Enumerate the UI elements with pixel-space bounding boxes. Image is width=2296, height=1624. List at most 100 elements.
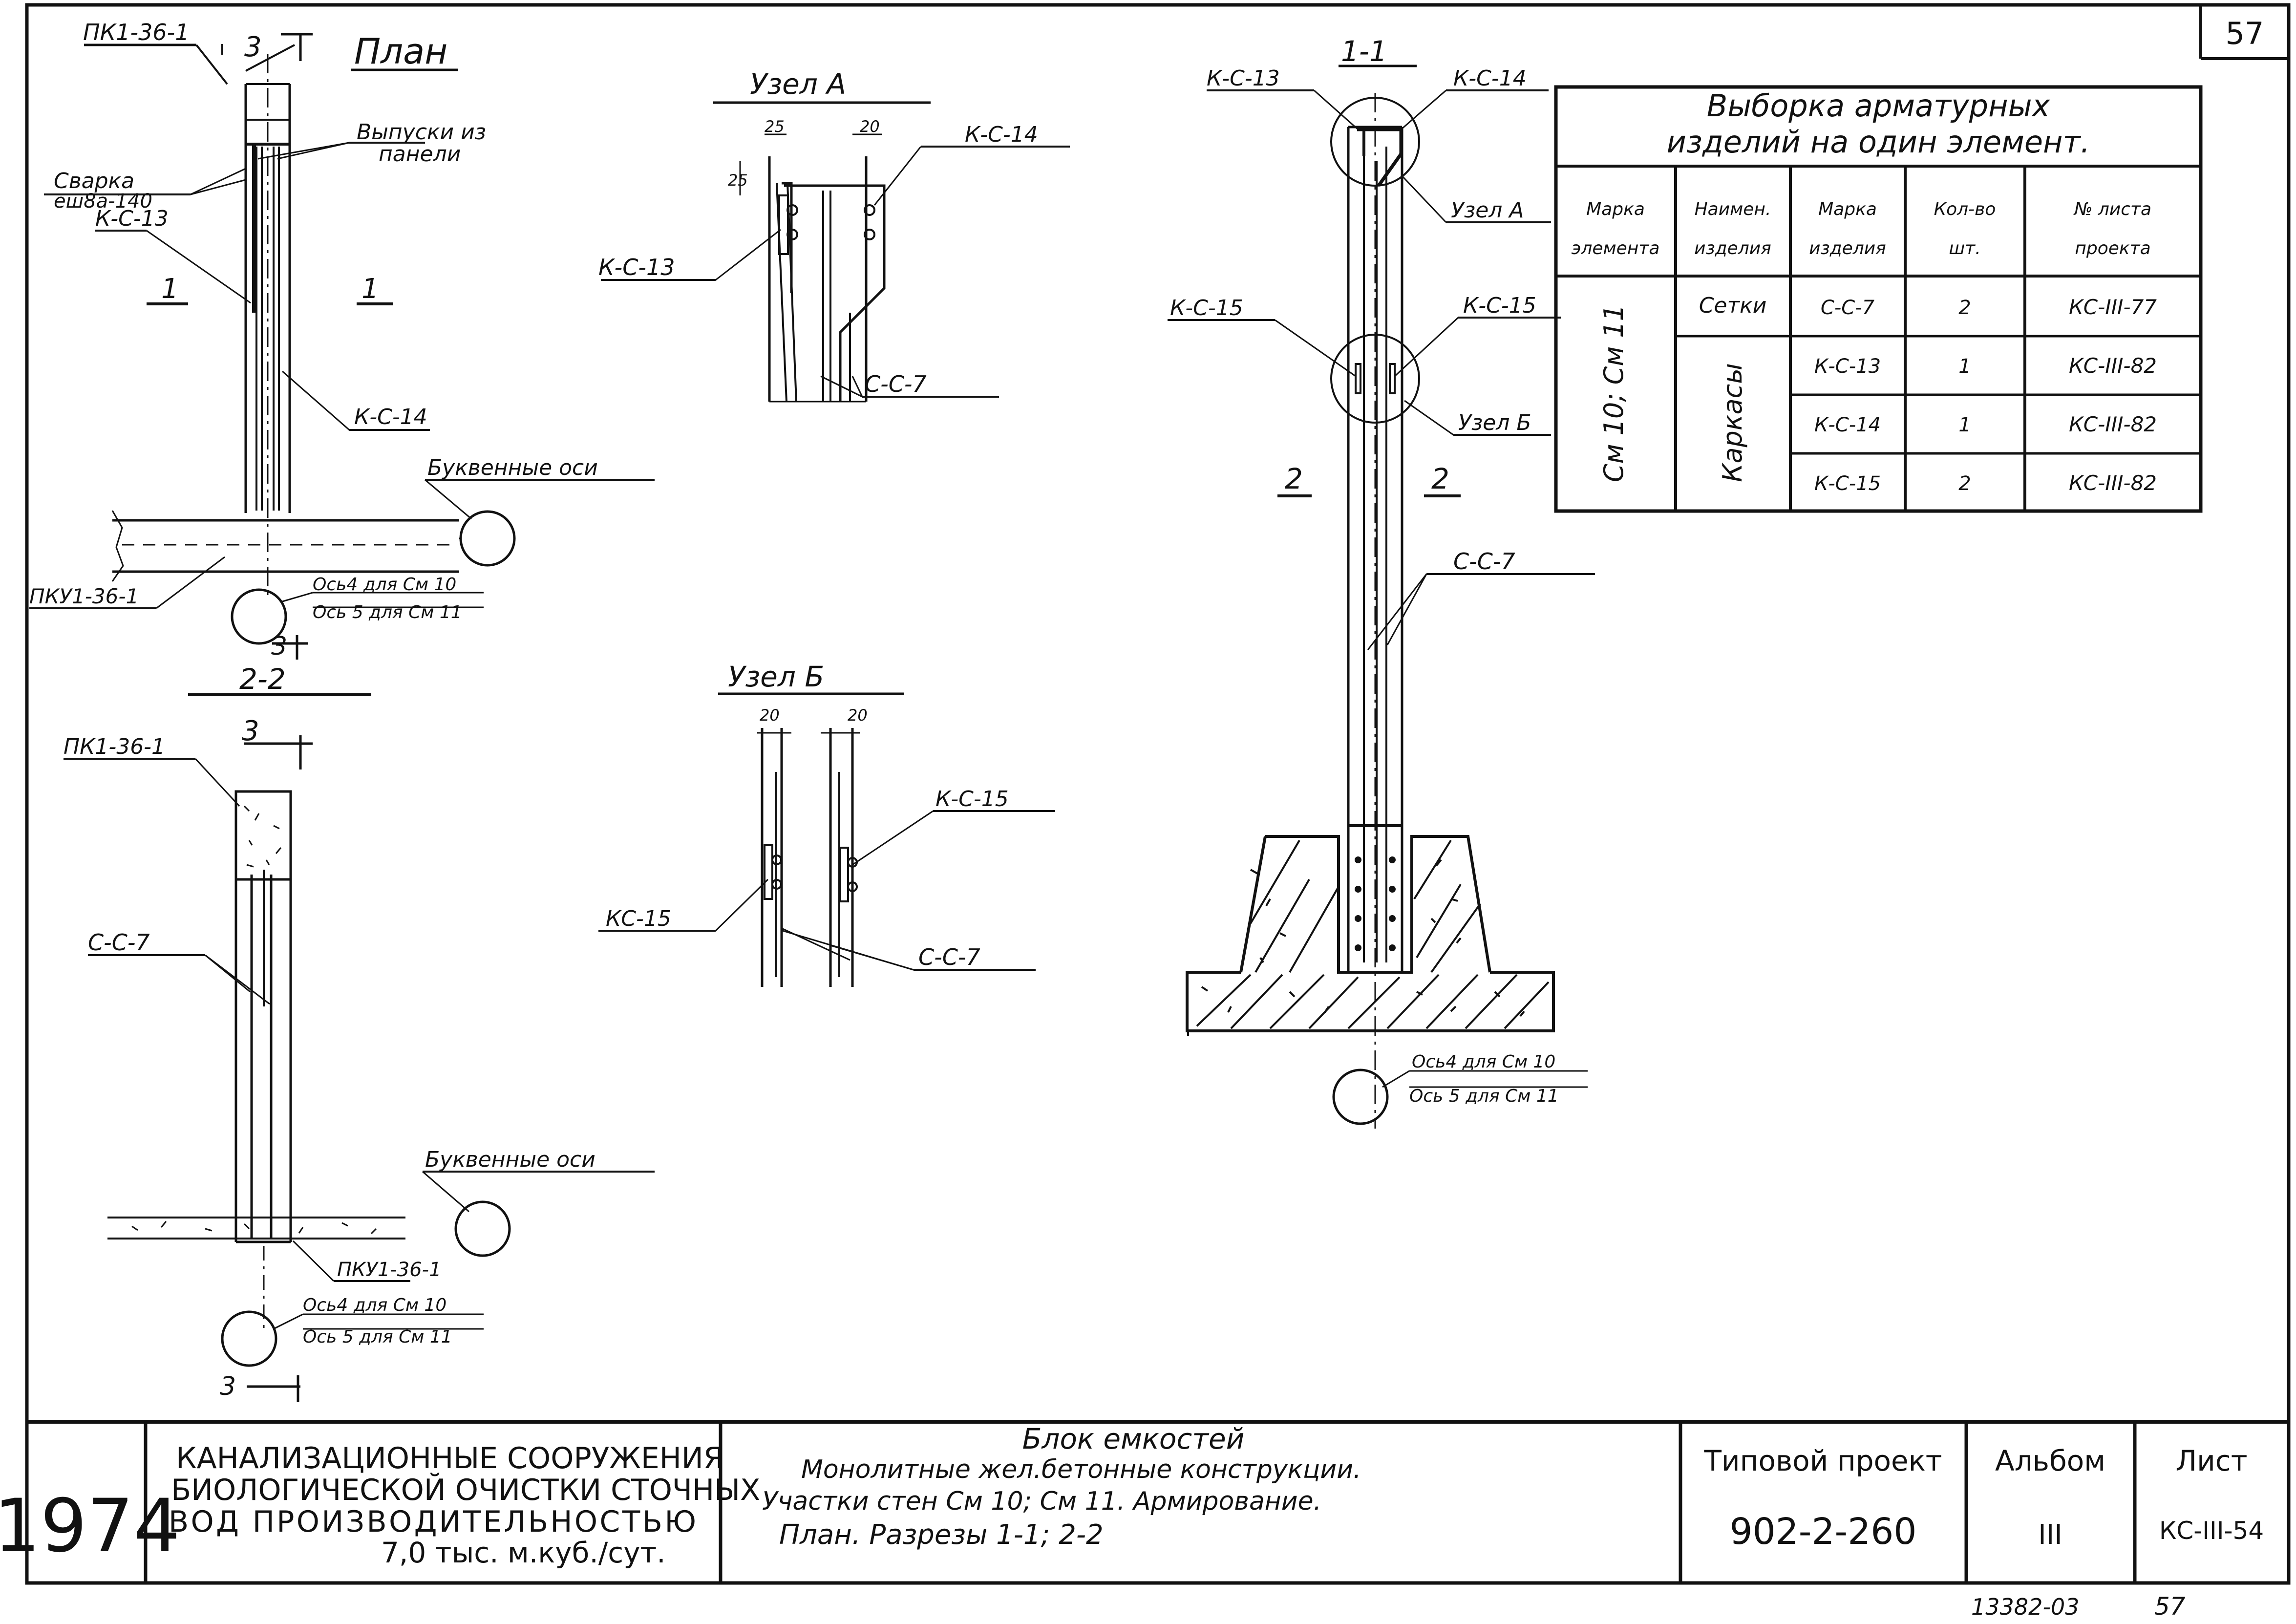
label-os5-22: Ось 5 для См 11 (303, 1327, 452, 1347)
bom-row-4-mark: К-С-15 (1814, 472, 1881, 495)
title-album-label: Альбом (1995, 1444, 2105, 1477)
label-kc13-uzel-a: К-С-13 (598, 254, 675, 280)
label-section-3-22: 3 (242, 715, 259, 747)
title-org-2: БИОЛОГИЧЕСКОЙ ОЧИСТКИ СТОЧНЫХ (171, 1472, 760, 1507)
sheet-frame (25, 3, 2291, 1585)
label-kc15-11-right: К-С-15 (1463, 293, 1536, 318)
bom-row-4-sheet: КС-III-82 (2069, 471, 2157, 495)
label-os4-plan: Ось4 для См 10 (313, 575, 456, 595)
bom-row-1-sheet: КС-III-77 (2069, 295, 2157, 319)
bom-table-frame (1554, 85, 2203, 513)
bom-row-4-qty: 2 (1958, 472, 1971, 495)
label-cc7-uzel-a: С-С-7 (865, 371, 927, 397)
title-year: 1974 (0, 1484, 180, 1569)
bom-element-mark: См 10; См 11 (1598, 304, 1629, 482)
label-bukv-osi-22: Буквенные оси (425, 1147, 595, 1172)
title-sheet-label: Лист (2176, 1444, 2248, 1477)
label-section-3-22-bottom: 3 (220, 1372, 236, 1401)
bottom-page: 57 (2154, 1592, 2186, 1621)
bom-header-mark-1: Марка (1818, 199, 1877, 219)
title-org-3: ВОД ПРОИЗВОДИТЕЛЬНОСТЬЮ (169, 1505, 696, 1539)
detail-node-a (601, 101, 1070, 403)
title-desc-2: Монолитные жел.бетонные конструкции. (801, 1455, 1361, 1484)
label-section-1-left: 1 (161, 273, 179, 305)
bom-row-2-sheet: КС-III-82 (2069, 354, 2157, 378)
label-pk1-36-1: ПК1-36-1 (83, 19, 190, 45)
label-section-2-2: 2-2 (239, 662, 286, 696)
title-album-value: III (2038, 1519, 2062, 1551)
section-1-1 (1168, 64, 1595, 1129)
title-project-value: 902-2-260 (1730, 1511, 1917, 1553)
label-kc14-11: К-С-14 (1453, 66, 1527, 91)
label-uzel-b-title: Узел Б (728, 660, 824, 693)
bom-group-karkasy: Каркасы (1717, 363, 1748, 482)
label-os5-plan: Ось 5 для См 11 (313, 602, 462, 622)
bom-row-3-qty: 1 (1958, 414, 1971, 436)
label-dim-25-a: 25 (765, 117, 785, 136)
label-section-1-right: 1 (361, 273, 379, 305)
title-block-frame (27, 1420, 2289, 1583)
bom-header-qty-1: Кол-во (1934, 199, 1996, 219)
label-uzel-b: Узел Б (1458, 410, 1531, 435)
label-svarka-2: еш8а-140 (54, 190, 152, 213)
label-section-3-top: 3 (244, 31, 262, 63)
label-bukv-osi-plan: Буквенные оси (427, 455, 598, 480)
label-section-2-left: 2 (1285, 462, 1303, 495)
bottom-code: 13382-03 (1971, 1594, 2079, 1620)
label-svarka-1: Сварка (54, 169, 134, 193)
label-uzel-a: Узел А (1451, 198, 1524, 223)
bom-title-line1: Выборка арматурных (1707, 88, 2051, 124)
bom-header-element-1: Марка (1586, 199, 1645, 219)
sheet-corner-number: 57 (2226, 16, 2264, 51)
title-org-1: КАНАЛИЗАЦИОННЫЕ СООРУЖЕНИЯ (176, 1441, 723, 1475)
bom-row-2-qty: 1 (1958, 355, 1971, 378)
bom-row-1-qty: 2 (1958, 297, 1971, 319)
bom-header-sheet-2: проекта (2075, 238, 2150, 258)
detail-node-b (598, 692, 1055, 987)
bom-row-3-sheet: КС-III-82 (2069, 412, 2157, 436)
bom-row-1-mark: С-С-7 (1821, 297, 1875, 319)
bom-header-mark-2: изделия (1809, 238, 1886, 258)
label-dim-25-vert: 25 (728, 171, 748, 190)
bom-header-qty-2: шт. (1949, 238, 1980, 258)
label-pku1-plan: ПКУ1-36-1 (29, 584, 139, 608)
label-vypuski-2: панели (379, 142, 461, 167)
bom-header-element-2: элемента (1572, 238, 1660, 258)
bom-title-line2: изделий на один элемент. (1667, 124, 2090, 160)
label-os4-11: Ось4 для См 10 (1412, 1052, 1555, 1072)
section-2-2 (64, 735, 655, 1402)
label-section-3-plan-bottom: 3 (271, 632, 287, 661)
label-os5-11: Ось 5 для См 11 (1409, 1086, 1559, 1106)
bom-header-name-2: изделия (1694, 238, 1771, 258)
label-kc14-uzel-a: К-С-14 (965, 122, 1038, 147)
label-cc7-section22: С-С-7 (88, 929, 150, 956)
title-desc-4: План. Разрезы 1-1; 2-2 (779, 1519, 1104, 1551)
bom-header-sheet-1: № листа (2073, 199, 2151, 219)
label-dim-20-b1: 20 (760, 706, 780, 725)
label-pku1-22: ПКУ1-36-1 (337, 1259, 442, 1281)
label-cc7-uzel-b: С-С-7 (918, 944, 980, 970)
label-section-1-1: 1-1 (1341, 35, 1387, 68)
label-pk1-section22: ПК1-36-1 (64, 734, 165, 759)
label-kc15-11-left: К-С-15 (1170, 296, 1243, 321)
plan-view (29, 33, 655, 696)
label-kc13-11: К-С-13 (1207, 66, 1280, 91)
label-dim-20-b2: 20 (848, 706, 868, 725)
label-section-2-right: 2 (1431, 462, 1449, 495)
label-cc7-11: С-С-7 (1453, 548, 1515, 575)
bom-row-2-mark: К-С-13 (1814, 355, 1881, 378)
bom-header-name-1: Наимен. (1695, 199, 1771, 219)
bom-row-3-mark: К-С-14 (1814, 414, 1881, 436)
label-kc13-plan: К-С-13 (95, 206, 169, 231)
label-plan: План (354, 31, 447, 72)
title-project-label: Типовой проект (1703, 1444, 1942, 1477)
label-kc14-plan: К-С-14 (354, 405, 427, 429)
title-desc-1: Блок емкостей (1022, 1422, 1245, 1455)
label-vypuski-1: Выпуски из (357, 120, 486, 145)
label-os4-22: Ось4 для См 10 (303, 1295, 446, 1315)
label-uzel-a-title: Узел А (750, 67, 846, 101)
title-desc-3: Участки стен См 10; См 11. Армирование. (762, 1487, 1321, 1516)
label-dim-20-a: 20 (860, 117, 880, 136)
